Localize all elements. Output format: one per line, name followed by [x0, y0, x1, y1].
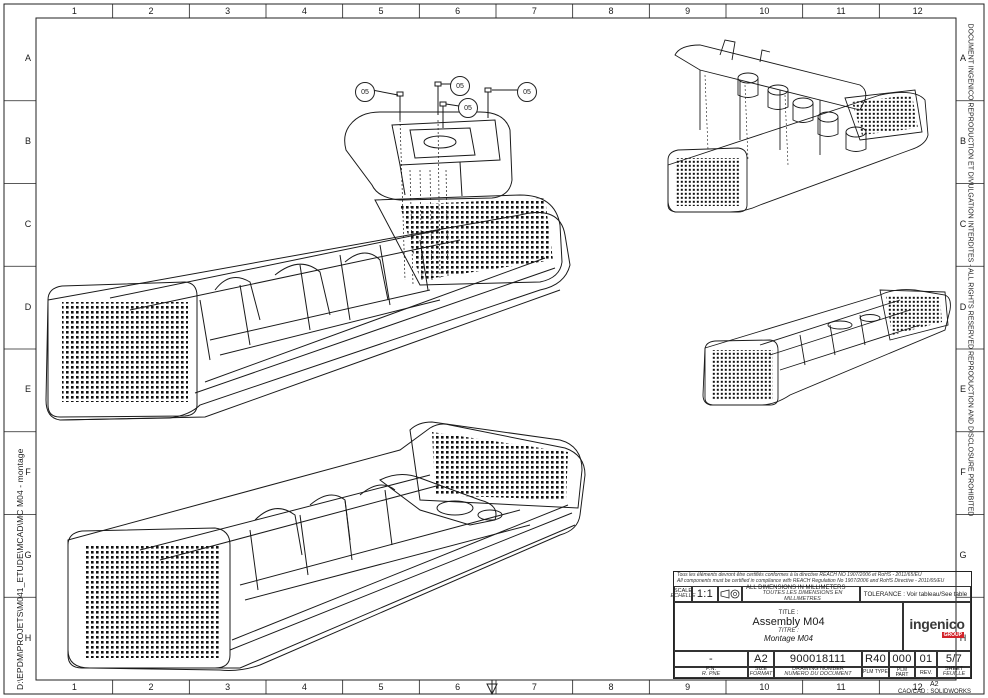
zone-column-number: 1	[71, 6, 77, 16]
plm-type-value: R40	[862, 651, 889, 667]
company-group: GROUP	[941, 631, 964, 638]
zone-column-number: 3	[225, 6, 231, 16]
zone-row-letter: H	[959, 632, 967, 643]
sheet-label: SHEET	[944, 665, 964, 672]
size-value: A2	[748, 651, 774, 667]
tolerance-note: TOLERANCE : Voir tableau/See table	[860, 586, 971, 602]
titre-label: TITRE :	[778, 627, 799, 634]
size-label: SIZE	[754, 665, 768, 672]
plm-type-label: PLM TYPE	[862, 667, 889, 678]
part-number-label: P.N.	[706, 665, 716, 672]
zone-column-number: 1	[71, 682, 77, 692]
zone-column-number: 2	[148, 6, 154, 16]
zone-row-letter: G	[24, 549, 32, 560]
company-name: ingenico	[909, 615, 965, 632]
zone-row-letter: D	[24, 301, 32, 312]
scale-value: 1:1	[692, 586, 718, 602]
compliance-note-fr: Tous les éléments devront être certifiés…	[677, 572, 922, 578]
zone-column-number: 6	[455, 6, 461, 16]
zone-column-number: 9	[685, 6, 691, 16]
scale-label-fr: ECHELLE	[670, 593, 696, 600]
zone-column-number: 5	[378, 6, 384, 16]
zone-column-number: 2	[148, 682, 154, 692]
balloon-05: 05	[355, 82, 375, 102]
compliance-note-en: All components must be certified in comp…	[677, 578, 945, 584]
zone-column-number: 12	[912, 682, 923, 692]
zone-column-number: 6	[455, 682, 461, 692]
zone-row-letter: C	[24, 218, 32, 229]
company-logo: ingenico GROUP	[903, 602, 971, 651]
zone-row-letter: B	[959, 136, 966, 147]
rev-label: REV.	[915, 667, 937, 678]
view-exploded-main	[45, 81, 571, 421]
drawing-number-label-fr: NUMERO DU DOCUMENT	[784, 671, 852, 678]
projection-symbol	[718, 586, 742, 602]
scale-label: SCALE	[673, 588, 693, 595]
zone-column-number: 11	[836, 682, 846, 692]
zone-row-letter: H	[24, 632, 32, 643]
view-assembled-detail	[702, 289, 951, 406]
balloon-05: 05	[517, 82, 537, 102]
part-number-value: -	[674, 651, 748, 667]
size-label-fr: FORMAT	[749, 671, 773, 678]
zone-column-number: 5	[378, 682, 384, 692]
zone-column-number: 10	[759, 6, 770, 16]
zone-column-number: 8	[608, 6, 614, 16]
zone-row-letter: E	[24, 384, 31, 395]
part-number-sub: R. PNE	[701, 671, 721, 678]
zone-column-number: 10	[759, 682, 770, 692]
zone-column-number: 12	[912, 6, 923, 16]
plm-part-label: PLM PART	[889, 667, 915, 678]
zone-row-letter: B	[24, 136, 31, 147]
rev-value: 01	[915, 651, 937, 667]
title-label: TITLE :	[778, 609, 799, 616]
zone-column-number: 4	[301, 6, 307, 16]
zone-row-letter: F	[25, 467, 31, 478]
zone-column-number: 7	[531, 6, 537, 16]
zone-column-number: 4	[301, 682, 307, 692]
cad-footer: CAO/CAD : SOLIDWORKS	[898, 689, 972, 695]
drawing-title-fr: Montage M04	[764, 634, 813, 644]
dims-label: ALL DIMENSIONS IN MILLIMETERS	[746, 585, 846, 592]
zone-row-letter: F	[960, 467, 966, 478]
plm-part-value: 000	[889, 651, 915, 667]
zone-column-number: 8	[608, 682, 614, 692]
sheet-label-fr: FEUILLE	[942, 671, 966, 678]
zone-column-number: 7	[531, 682, 537, 692]
drawing-number-label: DRAWING NUMBER	[792, 665, 844, 672]
zone-row-letter: E	[959, 384, 966, 395]
zone-row-letter: A	[959, 53, 966, 64]
view-assembled-main	[67, 421, 586, 671]
balloon-05: 05	[450, 76, 470, 96]
balloon-05: 05	[458, 98, 478, 118]
format-footer: A2	[930, 681, 939, 688]
zone-row-letter: D	[959, 301, 967, 312]
sheet-value: 5/7	[937, 651, 971, 667]
zone-row-letter: C	[959, 218, 967, 229]
view-exploded-detail	[667, 39, 929, 213]
dims-label-fr: TOUTES LES DIMENSIONS EN MILLIMETRES	[762, 590, 843, 602]
title-block: Tous les éléments devront être certifiés…	[670, 571, 972, 679]
drawing-number-value: 900018111	[774, 651, 862, 667]
drawing-title: Assembly M04	[752, 615, 825, 628]
zone-column-number: 11	[836, 6, 846, 16]
zone-row-letter: G	[959, 549, 967, 560]
zone-column-number: 3	[225, 682, 231, 692]
zone-column-number: 9	[685, 682, 691, 692]
zone-row-letter: A	[24, 53, 31, 64]
